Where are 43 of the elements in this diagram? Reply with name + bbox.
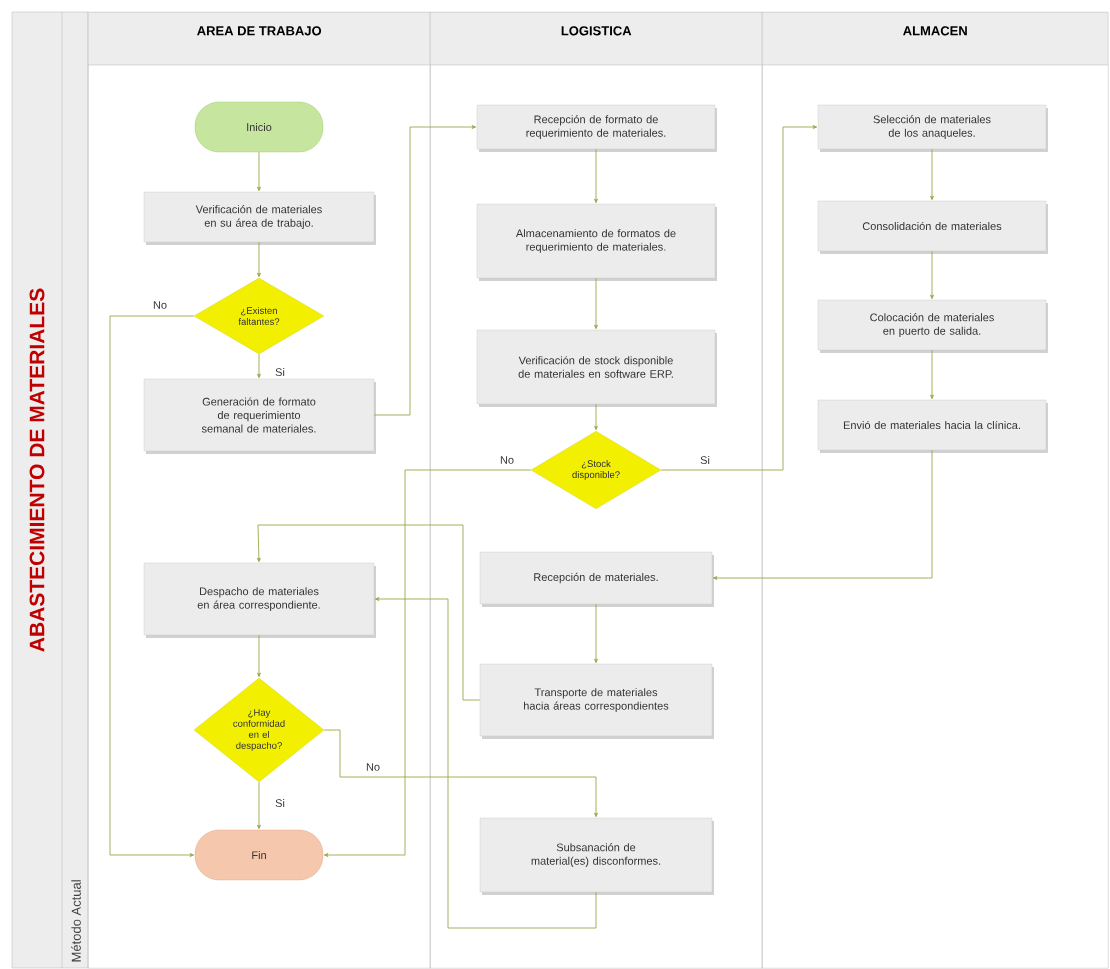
lane-label: Método Actual	[71, 880, 81, 962]
arrow	[257, 353, 261, 379]
edge-label: No	[499, 455, 516, 465]
arrow	[930, 148, 934, 201]
process-box: Generación de formato de requerimiento semanal de materiales.	[143, 378, 376, 454]
process-box: Recepción de materiales.	[479, 551, 714, 607]
arrow	[257, 781, 261, 830]
arrow	[712, 449, 933, 580]
arrow	[660, 125, 818, 471]
arrow	[323, 729, 598, 818]
process-box: Colocación de materiales en puerto de salida.	[817, 299, 1048, 353]
edge-label: No	[364, 762, 382, 772]
arrow	[930, 250, 934, 300]
edge-label: No	[151, 300, 169, 310]
process-box: Transporte de materiales hacia áreas correspondientes	[479, 663, 714, 739]
process-box: Almacenamiento de formatos de requerimiento de materiales.	[476, 203, 717, 281]
arrow	[594, 603, 598, 664]
edge-label: Si	[274, 366, 286, 378]
process-box: Despacho de materiales en área correspondiente.	[143, 562, 376, 638]
arrow	[109, 315, 195, 857]
arrow	[594, 403, 598, 431]
process-box: Subsanación de material(es) disconformes.	[479, 817, 714, 895]
process-box: Envió de materiales hacia la clínica.	[817, 399, 1048, 453]
arrow	[374, 597, 597, 929]
arrow	[594, 277, 598, 330]
start-terminal: Inicio	[194, 101, 324, 153]
arrow	[256, 524, 481, 701]
pool-title: ABASTECIMIENTO DE MATERIALES	[29, 288, 45, 652]
arrow	[257, 151, 261, 192]
arrow	[930, 349, 934, 400]
edge-label: Si	[699, 454, 711, 466]
arrow	[257, 634, 261, 678]
arrow	[373, 125, 477, 416]
process-box: Verificación de stock disponible de materiales en software ERP.	[476, 329, 717, 407]
arrow	[323, 469, 532, 857]
process-box: Selección de materiales de los anaqueles.	[817, 104, 1048, 152]
arrow	[257, 241, 261, 278]
process-box: Recepción de formato de requerimiento de materiales.	[476, 104, 717, 152]
end-terminal: Fin	[194, 829, 324, 881]
process-box: Verificación de materiales en su área de trabajo.	[143, 191, 376, 245]
process-box: Consolidación de materiales	[817, 200, 1048, 254]
edge-label: Si	[274, 797, 286, 809]
arrow	[594, 148, 598, 204]
